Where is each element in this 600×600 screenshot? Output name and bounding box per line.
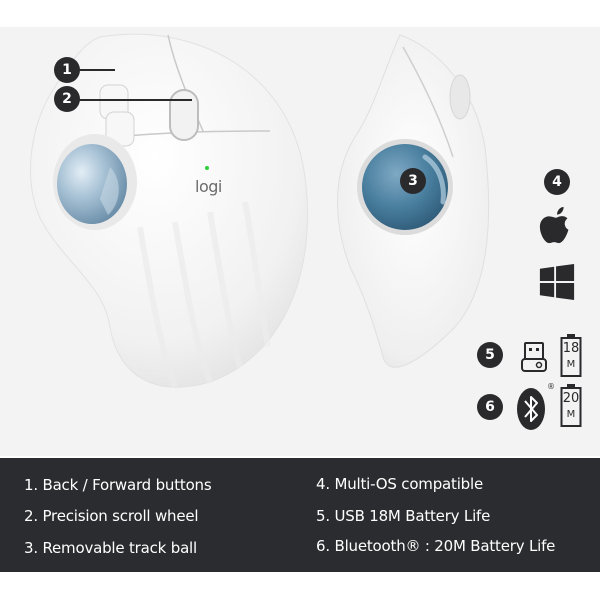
feature-bluetooth-battery: 6. Bluetooth® : 20M Battery Life (316, 537, 556, 555)
callout-badge-3: 3 (400, 168, 426, 194)
callout-badge-5: 5 (477, 342, 503, 368)
callout-badge-6: 6 (477, 394, 503, 420)
battery-20m-value: 20 (562, 391, 580, 406)
features-panel: 1. Back / Forward buttons 2. Precision s… (0, 458, 600, 572)
battery-20m-icon: 20 M (560, 383, 582, 427)
status-led (205, 166, 209, 170)
feature-multi-os: 4. Multi-OS compatible (316, 475, 483, 493)
battery-18m-icon: 18 M (560, 333, 582, 377)
side-mouse-image (337, 34, 490, 368)
callout-badge-2: 2 (54, 86, 80, 112)
feature-scroll-wheel: 2. Precision scroll wheel (24, 507, 199, 525)
feature-track-ball: 3. Removable track ball (24, 539, 197, 557)
apple-icon (539, 207, 569, 244)
callout-leader-2 (70, 99, 192, 101)
feature-back-forward: 1. Back / Forward buttons (24, 476, 212, 494)
bluetooth-icon (517, 388, 545, 430)
registered-mark: ® (547, 382, 555, 391)
product-image-area: logi 1 2 3 4 (0, 27, 600, 456)
logi-logo: logi (195, 177, 222, 196)
feature-usb-battery: 5. USB 18M Battery Life (316, 507, 491, 525)
callout-leader-1 (70, 69, 115, 71)
front-mouse-image (30, 33, 309, 389)
usb-receiver-icon (521, 342, 547, 372)
battery-18m-unit: M (566, 359, 576, 370)
windows-icon (539, 263, 575, 301)
battery-18m-value: 18 (562, 341, 580, 356)
battery-20m-unit: M (566, 409, 576, 420)
callout-badge-1: 1 (54, 57, 80, 83)
callout-badge-4: 4 (544, 169, 570, 195)
